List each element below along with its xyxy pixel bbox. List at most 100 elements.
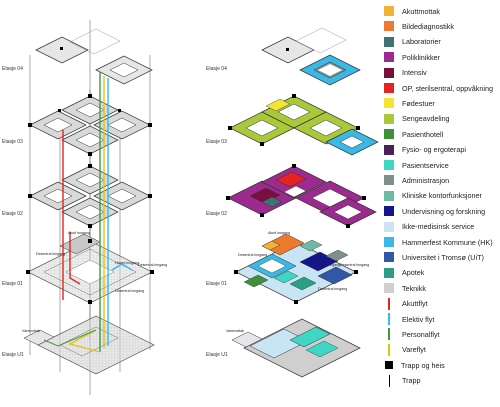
stair-icon [384, 374, 394, 387]
left-annotations: Akutt inngang Hoved inngang Desentral in… [22, 231, 167, 333]
legend-label: Undervisning og forskning [402, 206, 486, 216]
right-floor-label-01: Etasje 01 [206, 281, 227, 287]
legend-label: Bildediagnostikk [402, 21, 454, 31]
legend-item-department: Poliklinikker [384, 51, 440, 63]
right-annotation-varemottak: Varemottak [226, 329, 244, 333]
color-swatch [384, 67, 394, 78]
legend-item-department: Hammerfest Kommune (HK) [384, 236, 493, 248]
legend-item-department: Universitet i Tromsø (UiT) [384, 251, 484, 263]
color-swatch [384, 206, 394, 217]
legend-label: Pasienthotell [402, 129, 444, 139]
left-floor-u1 [23, 315, 155, 375]
legend-item-flow: Akuttflyt [384, 297, 428, 310]
color-swatch [384, 237, 394, 247]
right-floor-02 [227, 165, 377, 227]
left-floor-04 [35, 28, 153, 85]
legend-label: Akuttmottak [402, 6, 440, 16]
color-swatch [384, 52, 394, 63]
legend-item-department: OP, sterilsentral, oppvåkning [384, 82, 493, 94]
annotation-desentral-inngang-a: Desentral inngang [36, 252, 65, 256]
stair-lift-icon [385, 361, 393, 370]
annotation-desentral-inngang-c: Desentral inngang [115, 289, 144, 293]
color-swatch [384, 144, 394, 155]
legend-label: Pasientservice [402, 160, 449, 170]
legend-label: Teknikk [402, 283, 426, 293]
legend-label: Elektiv flyt [402, 314, 435, 324]
flow-line-swatch [384, 343, 394, 356]
legend-label: Ikke-medisinsk service [402, 222, 475, 232]
legend-item-department: Fysio- og ergoterapi [384, 144, 466, 156]
right-floor-04 [261, 27, 361, 86]
color-swatch [384, 129, 394, 140]
color-swatch [384, 21, 394, 32]
legend-item-department: Undervisning og forskning [384, 205, 485, 217]
left-stack [23, 20, 155, 395]
legend-item-flow: Elektiv flyt [384, 313, 434, 325]
legend-item-department: Bildediagnostikk [384, 20, 454, 32]
legend-item-stair-lift: Trapp og heis [384, 359, 445, 371]
legend-item-department: Sengeavdeling [384, 113, 450, 125]
left-floor-label-01: Etasje 01 [2, 281, 23, 287]
legend-item-department: Apotek [384, 267, 424, 279]
color-swatch [384, 175, 394, 186]
legend-item-department: Laboratorier [384, 36, 441, 48]
legend-label: Poliklinikker [402, 52, 440, 62]
flow-line-swatch [384, 313, 394, 325]
legend-item-department: Fødestuer [384, 97, 435, 109]
right-floor-label-03: Etasje 03 [206, 139, 227, 145]
legend-item-department: Intensiv [384, 67, 427, 79]
right-floor-03 [229, 95, 379, 156]
legend-label: Apotek [402, 268, 425, 278]
legend-label: Sengeavdeling [402, 114, 450, 124]
color-swatch [384, 36, 394, 47]
legend-label: Intensiv [402, 68, 427, 78]
legend-label: Fysio- og ergoterapi [402, 145, 466, 155]
legend-label: Kliniske kontorfunksjoner [402, 191, 482, 201]
color-swatch [384, 98, 394, 109]
legend-label: Trapp og heis [401, 360, 445, 370]
right-annotation-desentral-inngang-b: Desentral inngang [340, 263, 369, 267]
left-floor-label-u1: Etasje U1 [2, 352, 24, 358]
right-floor-labels: Etasje 04 Etasje 03 Etasje 02 Etasje 01 … [206, 66, 228, 358]
legend-label: Akuttflyt [402, 299, 428, 309]
right-stack [226, 27, 379, 378]
left-floor-labels: Etasje 04 Etasje 03 Etasje 02 Etasje 01 … [2, 66, 24, 358]
legend-item-flow: Vareflyt [384, 343, 426, 356]
right-annotation-desentral-inngang-a: Desentral inngang [238, 253, 267, 257]
legend-item-department: Administrasjon [384, 174, 449, 186]
legend-item-department: Akuttmottak [384, 5, 440, 17]
right-annotation-desentral-inngang-c: Desentral inngang [318, 287, 347, 291]
color-swatch [384, 283, 394, 294]
color-swatch [384, 113, 394, 124]
legend-item-department: Pasientservice [384, 159, 449, 171]
annotation-hoved-inngang: Hoved inngang [115, 261, 139, 265]
right-annotation-hoved-inngang: Hoved inngang [316, 263, 340, 267]
color-swatch [384, 252, 394, 263]
left-floor-label-02: Etasje 02 [2, 211, 23, 217]
left-flows [43, 72, 133, 353]
annotation-desentral-inngang-b: Desentral inngang [138, 263, 167, 267]
color-swatch [384, 267, 394, 278]
legend-item-department: Kliniske kontorfunksjoner [384, 190, 482, 202]
annotation-akutt-inngang: Akutt inngang [68, 231, 90, 235]
left-floor-01 [27, 233, 153, 304]
right-annotations: Akutt inngang Hoved inngang Desentral in… [226, 231, 369, 333]
right-floor-label-u1: Etasje U1 [206, 352, 228, 358]
color-swatch [384, 83, 394, 93]
right-floor-label-02: Etasje 02 [206, 211, 227, 217]
right-floor-01 [235, 233, 357, 303]
legend-item-department: Teknikk [384, 282, 426, 294]
legend-label: Laboratorier [402, 37, 441, 47]
color-swatch [384, 6, 394, 16]
left-floor-label-03: Etasje 03 [2, 139, 23, 145]
legend-label: Administrasjon [402, 175, 450, 185]
right-floor-label-04: Etasje 04 [206, 66, 227, 72]
legend-item-stair: Trapp [384, 374, 421, 387]
legend-item-department: Pasienthotell [384, 128, 443, 140]
legend-label: Hammerfest Kommune (HK) [402, 237, 493, 247]
annotation-varemottak: Varemottak [22, 329, 40, 333]
flow-line-swatch [384, 297, 394, 310]
legend-label: Vareflyt [402, 345, 426, 355]
legend-label: Personalflyt [402, 329, 440, 339]
